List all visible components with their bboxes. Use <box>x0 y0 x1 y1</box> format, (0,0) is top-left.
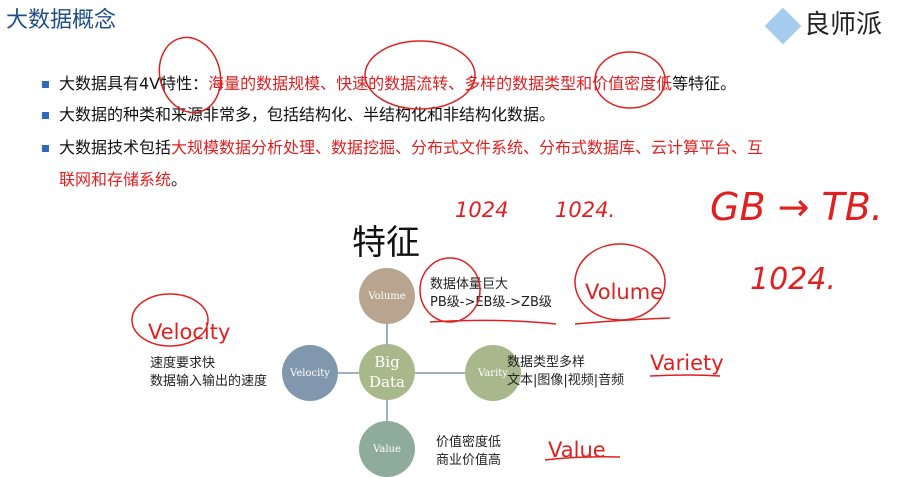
node-value: Value <box>359 421 415 477</box>
bullet-4v: 大数据具有4V特性：海量的数据规模、快速的数据流转、多样的数据类型和价值密度低等… <box>42 72 736 96</box>
connector <box>338 372 359 374</box>
annotation-1024: 1024. <box>555 198 616 222</box>
bullet-icon <box>42 112 49 119</box>
diagram-heading: 特征 <box>352 223 420 263</box>
annotation-1024: 1024. <box>750 262 836 297</box>
annotation-velocity: Velocity <box>148 320 231 344</box>
annotation-variety: Variety <box>650 351 724 375</box>
node-varity: Varity <box>465 345 521 401</box>
node-volume: Volume <box>359 268 415 324</box>
desc-velocity: 速度要求快数据输入输出的速度 <box>150 356 268 389</box>
bullet-icon <box>42 145 49 152</box>
desc-varity: 数据类型多样文本|图像|视频|音频 <box>507 355 625 388</box>
desc-value: 价值密度低商业价值高 <box>436 435 502 468</box>
connector <box>415 372 465 374</box>
node-velocity: Velocity <box>282 345 338 401</box>
bullet-icon <box>42 81 49 88</box>
annotation-1024: 1024 <box>455 198 509 222</box>
annotation-volume: Volume <box>585 280 664 304</box>
connector <box>386 400 388 422</box>
annotation-gb-tb: GB → TB. <box>710 185 883 229</box>
logo: 良师派 <box>764 4 882 44</box>
page-title: 大数据概念 <box>6 8 117 33</box>
connector <box>386 324 388 344</box>
bullet-tech: 大数据技术包括大规模数据分析处理、数据挖掘、分布式文件系统、分布式数据库、云计算… <box>42 136 862 192</box>
